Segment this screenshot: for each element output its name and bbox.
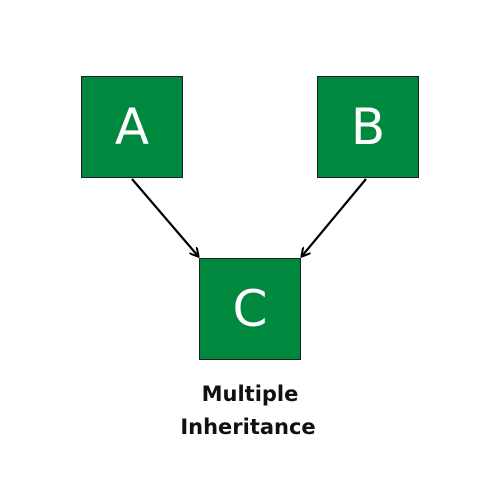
class-label-a: A <box>114 98 150 156</box>
class-label-c: C <box>232 280 268 338</box>
class-box-b: B <box>317 76 419 178</box>
caption-line-1: Multiple <box>201 382 299 406</box>
arrow-b-to-c <box>302 178 367 256</box>
caption-line-2: Inheritance <box>180 415 316 439</box>
arrow-a-to-c <box>131 178 198 256</box>
class-box-c: C <box>199 258 301 360</box>
class-box-a: A <box>81 76 183 178</box>
class-label-b: B <box>350 98 386 156</box>
